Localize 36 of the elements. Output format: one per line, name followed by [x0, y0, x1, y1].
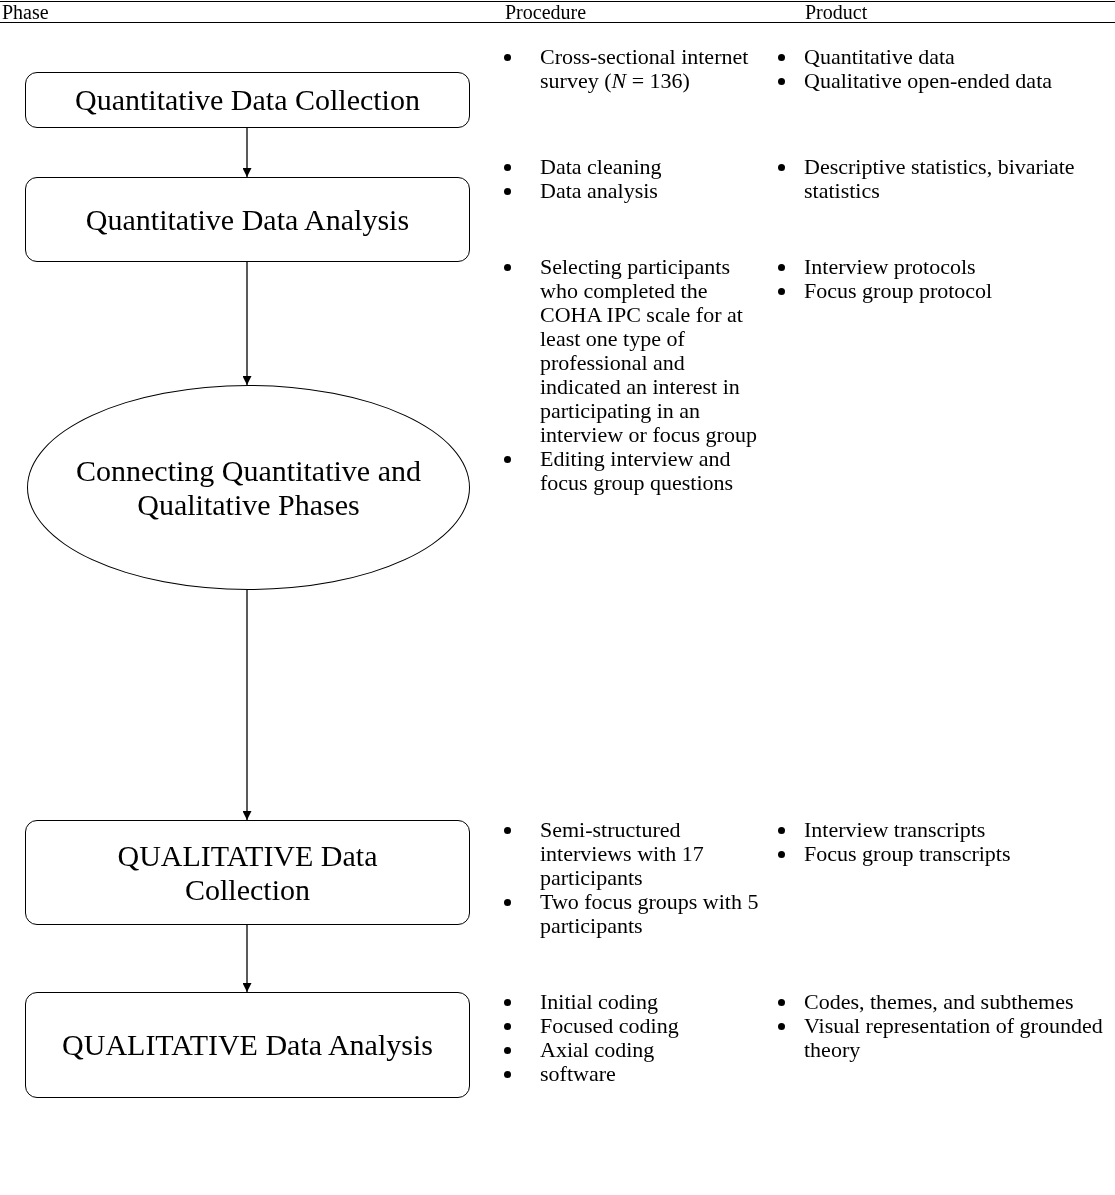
arrow: [242, 127, 252, 178]
arrow: [242, 924, 252, 993]
bullet-text: Semi-structured interviews with 17 participants: [540, 818, 705, 890]
bullet-text: Editing interview and focus group questions: [540, 447, 734, 495]
bullet-text: Initial coding: [540, 990, 659, 1014]
bullet-text: Cross-sectional internet survey (N = 136): [540, 45, 750, 93]
phase-label: QUALITATIVE Data Collection: [116, 838, 379, 907]
phase-box: [25, 992, 470, 1098]
bullet-text: software: [540, 1062, 616, 1086]
phase-box: [25, 820, 470, 925]
column-header: Product: [805, 2, 868, 22]
bullet-text: Qualitative open-ended data: [804, 69, 1053, 93]
bullet-text: Interview protocols: [804, 255, 977, 279]
bullet-text: Data analysis: [540, 179, 658, 203]
bullet-text: Focused coding: [540, 1014, 680, 1038]
bullet-text: Data cleaning: [540, 155, 663, 179]
phase-label: Connecting Quantitative and Qualitative Phases: [75, 453, 422, 522]
bullet-text: Quantitative data: [804, 45, 956, 69]
arrow: [242, 589, 252, 821]
bullet-text: Focus group transcripts: [804, 842, 1012, 866]
phase-label: Quantitative Data Analysis: [85, 202, 410, 237]
column-header: Phase: [2, 2, 49, 22]
bullet-text: Descriptive statistics, bivariate statistics: [804, 155, 1076, 203]
bullet-text: Selecting participants who completed the COHA IPC scale for at least one type of professional and indicated an interest in participating in an interview or focus group: [540, 255, 758, 447]
bullet-text: Axial coding: [540, 1038, 655, 1062]
bullet-text: Visual representation of grounded theory: [804, 1014, 1104, 1062]
phase-box: [25, 72, 470, 128]
bullet-text: Focus group protocol: [804, 279, 994, 303]
phase-label: QUALITATIVE Data Analysis: [62, 1028, 433, 1062]
bullet-text: Interview transcripts: [804, 818, 987, 842]
bullet-text: Codes, themes, and subthemes: [804, 990, 1075, 1014]
column-header: Procedure: [505, 2, 587, 22]
phase-box: [25, 177, 470, 262]
arrow: [242, 261, 252, 386]
bullet-text: Two focus groups with 5 participants: [540, 890, 760, 938]
phase-label: Quantitative Data Collection: [75, 83, 420, 117]
